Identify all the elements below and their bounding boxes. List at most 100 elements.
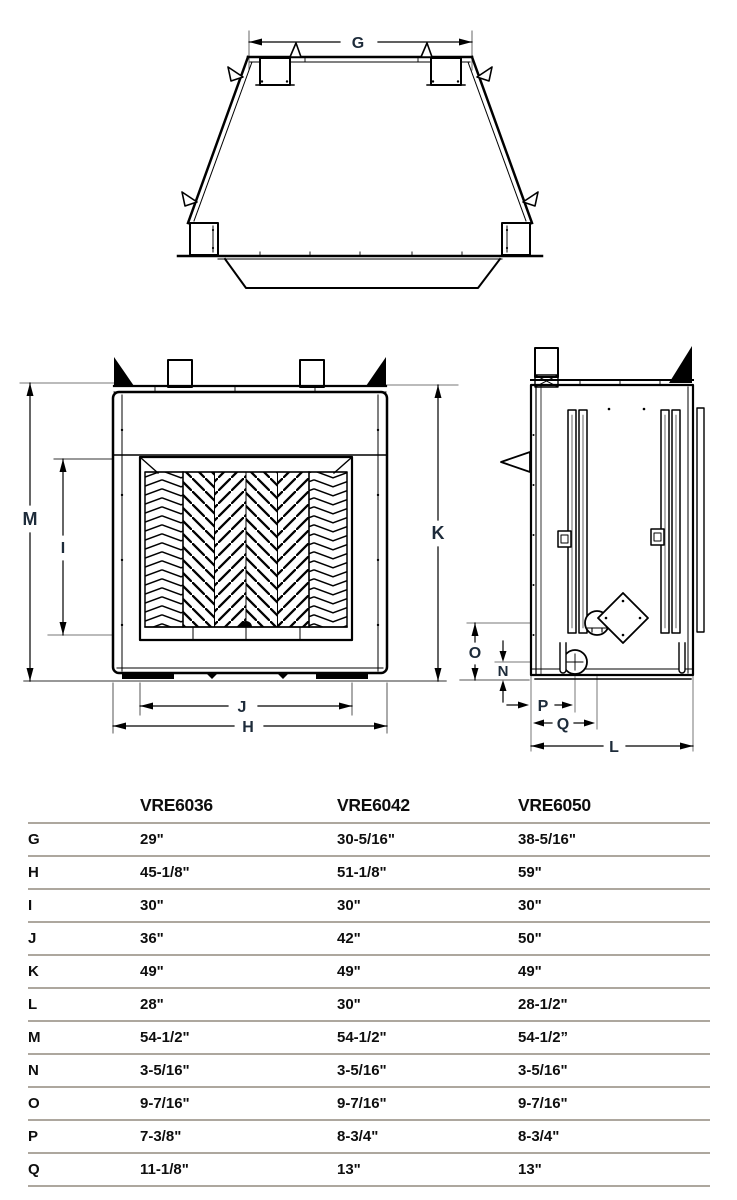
dim-label-g: G — [352, 35, 364, 52]
table-row: M 54-1/2" 54-1/2" 54-1/2” — [28, 1021, 710, 1055]
corner-gusset-right — [366, 357, 386, 386]
table-row: Q 11-1/8" 13" 13" — [28, 1153, 710, 1187]
corner-gusset-left — [114, 357, 134, 386]
dim-value: 49" — [518, 955, 710, 989]
dim-value: 42" — [337, 922, 518, 956]
dim-value: 30" — [337, 988, 518, 1022]
chevron-panel-left — [144, 471, 184, 628]
dim-letter: K — [28, 955, 140, 989]
dim-label-k: K — [432, 523, 445, 543]
dim-value: 50" — [518, 922, 710, 956]
table-header-row: VRE6036 VRE6042 VRE6050 — [28, 781, 710, 824]
dimension-k — [434, 384, 442, 682]
dim-letter: P — [28, 1120, 140, 1154]
dim-value: 7-3/8" — [140, 1120, 337, 1154]
mounting-tabs — [181, 42, 539, 207]
dim-letter: Q — [28, 1153, 140, 1187]
dim-value: 28" — [140, 988, 337, 1022]
dim-value: 28-1/2" — [518, 988, 710, 1022]
top-view-body — [176, 55, 544, 289]
top-view-drawing: G — [176, 30, 544, 289]
dim-value: 45-1/8" — [140, 856, 337, 890]
dimensions-table: VRE6036 VRE6042 VRE6050 G 29" 30-5/16" 3… — [28, 781, 710, 1187]
dim-value: 30-5/16" — [337, 823, 518, 857]
dimension-p — [506, 701, 573, 709]
standoff-rails — [557, 407, 681, 634]
column-header-vre6042: VRE6042 — [337, 781, 518, 824]
dim-letter: N — [28, 1054, 140, 1088]
bottom-corner-boxes — [189, 222, 531, 256]
dimension-i — [59, 458, 67, 636]
dim-value: 51-1/8" — [337, 856, 518, 890]
table-row: I 30" 30" 30" — [28, 889, 710, 923]
dim-label-n: N — [498, 663, 509, 680]
dim-value: 8-3/4" — [518, 1120, 710, 1154]
rear-gusset — [669, 346, 692, 383]
dim-value: 8-3/4" — [337, 1120, 518, 1154]
dim-value: 9-7/16" — [337, 1087, 518, 1121]
dim-value: 59" — [518, 856, 710, 890]
herringbone-band — [245, 471, 278, 628]
rail-bracket-left — [557, 530, 572, 548]
dimension-l — [530, 742, 694, 750]
dim-label-l: L — [609, 739, 619, 756]
table-row: L 28" 30" 28-1/2" — [28, 988, 710, 1022]
dim-value: 30" — [337, 889, 518, 923]
dimension-m — [26, 382, 34, 682]
dim-value: 49" — [140, 955, 337, 989]
dim-value: 13" — [518, 1153, 710, 1187]
dim-letter: I — [28, 889, 140, 923]
dim-value: 30" — [518, 889, 710, 923]
column-header-vre6050: VRE6050 — [518, 781, 710, 824]
pilot-notch — [240, 621, 252, 627]
base-feet — [122, 673, 368, 679]
dim-value: 54-1/2” — [518, 1021, 710, 1055]
rear-panel — [696, 407, 705, 633]
dimension-h — [112, 722, 388, 730]
dim-label-o: O — [469, 645, 481, 662]
dim-value: 49" — [337, 955, 518, 989]
dim-label-p: P — [538, 698, 549, 715]
dim-letter: O — [28, 1087, 140, 1121]
dimension-n — [499, 640, 507, 703]
junction-plate — [597, 592, 649, 644]
herringbone-band — [277, 471, 310, 628]
dim-value: 13" — [337, 1153, 518, 1187]
dim-value: 54-1/2" — [140, 1021, 337, 1055]
table-row: H 45-1/8" 51-1/8" 59" — [28, 856, 710, 890]
table-row: N 3-5/16" 3-5/16" 3-5/16" — [28, 1054, 710, 1088]
table-row: J 36" 42" 50" — [28, 922, 710, 956]
front-view-drawing: M I K J H — [19, 357, 459, 736]
column-header-vre6036: VRE6036 — [140, 781, 337, 824]
dim-value: 38-5/16" — [518, 823, 710, 857]
chevron-panel-right — [308, 471, 348, 628]
dim-value: 3-5/16" — [337, 1054, 518, 1088]
dim-value: 54-1/2" — [337, 1021, 518, 1055]
top-brackets — [255, 57, 466, 86]
dim-value: 29" — [140, 823, 337, 857]
bottom-pan — [223, 257, 502, 289]
firebox-opening — [138, 455, 354, 642]
dimension-g — [248, 30, 473, 71]
table-row: G 29" 30-5/16" 38-5/16" — [28, 823, 710, 857]
dimension-o — [471, 622, 479, 681]
table-row: P 7-3/8" 8-3/4" 8-3/4" — [28, 1120, 710, 1154]
herringbone-band — [182, 471, 215, 628]
dim-value: 9-7/16" — [518, 1087, 710, 1121]
chimney-stub — [534, 347, 559, 378]
dim-letter: H — [28, 856, 140, 890]
dim-value: 3-5/16" — [140, 1054, 337, 1088]
rail-bracket-right — [650, 528, 665, 546]
dim-value: 9-7/16" — [140, 1087, 337, 1121]
dim-letter: J — [28, 922, 140, 956]
dim-label-j: J — [238, 699, 247, 716]
dim-label-i: I — [61, 540, 65, 557]
dim-value: 11-1/8" — [140, 1153, 337, 1187]
dim-label-h: H — [242, 719, 254, 736]
dim-letter: M — [28, 1021, 140, 1055]
dim-letter: L — [28, 988, 140, 1022]
header-spacer — [28, 781, 140, 824]
dim-letter: G — [28, 823, 140, 857]
vent-stub-right — [299, 359, 325, 388]
table-row: K 49" 49" 49" — [28, 955, 710, 989]
